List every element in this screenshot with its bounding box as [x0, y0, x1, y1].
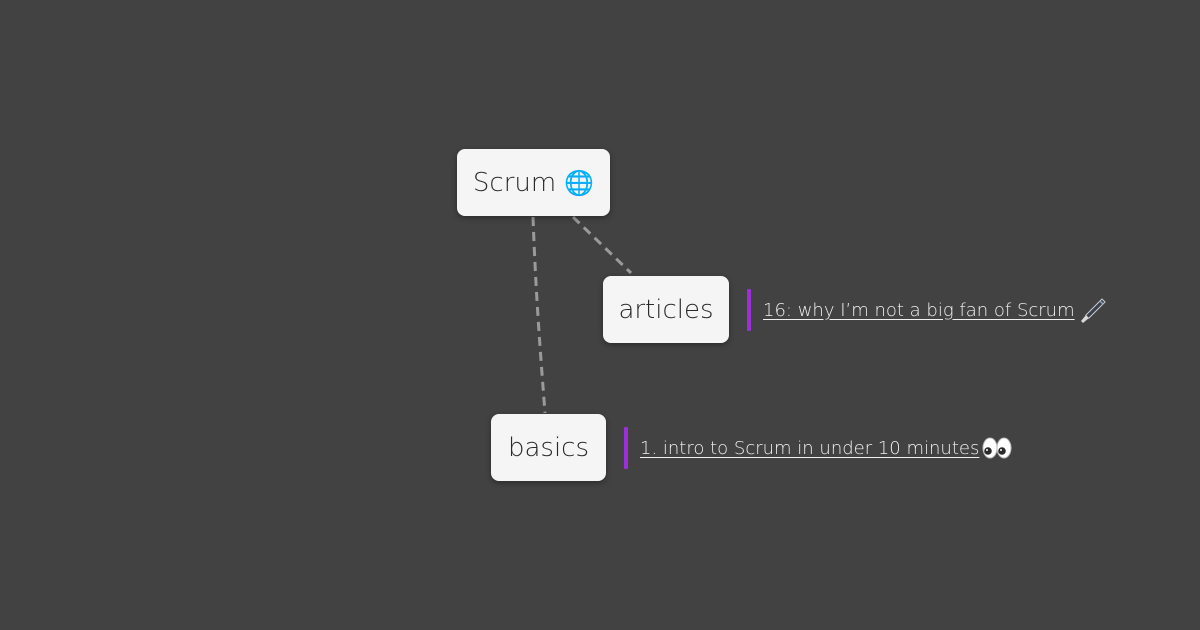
node-basics-label: basics [507, 432, 590, 463]
node-articles[interactable]: articles [603, 276, 729, 343]
node-articles-label: articles [618, 294, 714, 325]
link-accent-bar [624, 427, 628, 469]
eyes-icon [981, 435, 1013, 462]
articles-link-item: 16: why I’m not a big fan of Scrum [747, 289, 1107, 331]
root-node-label: Scrum [472, 167, 557, 198]
article-link[interactable]: 16: why I’m not a big fan of Scrum [763, 299, 1075, 321]
intro-link[interactable]: 1. intro to Scrum in under 10 minutes [640, 437, 980, 459]
edge-root-basics [531, 216, 547, 414]
link-accent-bar [747, 289, 751, 331]
edge-root-articles [571, 215, 633, 275]
fountain-pen-icon [1077, 295, 1107, 325]
node-basics[interactable]: basics [491, 414, 606, 481]
root-node-scrum[interactable]: Scrum 🌐 [457, 149, 610, 216]
basics-link-item: 1. intro to Scrum in under 10 minutes [624, 427, 1013, 469]
globe-icon: 🌐 [564, 168, 595, 197]
